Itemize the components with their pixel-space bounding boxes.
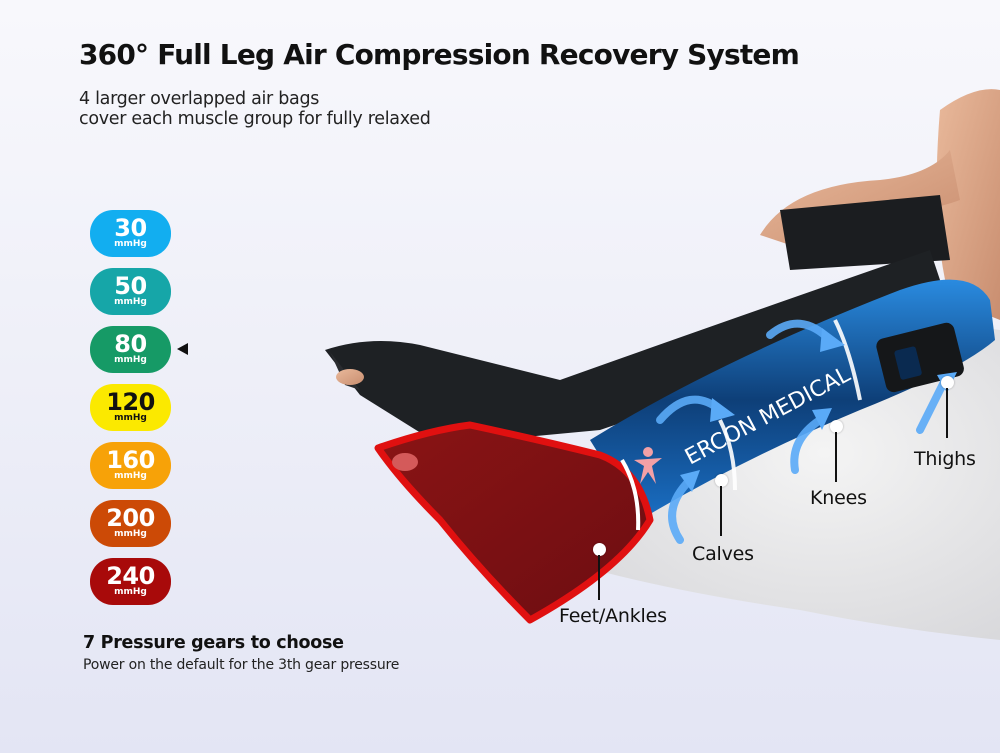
subtitle-line-2: cover each muscle group for fully relaxe… [79,109,431,129]
gear-50[interactable]: 50 mmHg [90,268,171,315]
zone-label-feet-ankles: Feet/Ankles [559,605,667,627]
compression-boot-illustration: ERCON MEDICAL [325,89,1000,640]
gear-value: 240 [106,562,155,590]
thighs-line [946,388,948,438]
selected-gear-pointer-icon [177,343,188,355]
zone-label-calves: Calves [692,543,754,565]
zone-label-thighs: Thighs [914,448,976,470]
gear-value: 120 [106,388,155,416]
gear-160[interactable]: 160 mmHg [90,442,171,489]
page-subtitle: 4 larger overlapped air bags cover each … [79,89,431,129]
gear-30[interactable]: 30 mmHg [90,210,171,257]
feet-ankles-dot [593,543,606,556]
zone-label-knees: Knees [810,487,867,509]
knees-line [835,432,837,482]
gear-80[interactable]: 80 mmHg [90,326,171,373]
gear-value: 160 [106,446,155,474]
knees-dot [830,420,843,433]
gear-value: 50 [114,272,147,300]
gear-value: 200 [106,504,155,532]
gears-note: Power on the default for the 3th gear pr… [83,657,400,673]
gear-unit: mmHg [114,239,147,249]
page-title: 360° Full Leg Air Compression Recovery S… [79,38,800,71]
gear-unit: mmHg [114,529,147,539]
subtitle-line-1: 4 larger overlapped air bags [79,89,320,109]
gear-240[interactable]: 240 mmHg [90,558,171,605]
gear-120[interactable]: 120 mmHg [90,384,171,431]
gear-value: 80 [114,330,147,358]
calves-dot [715,474,728,487]
gear-unit: mmHg [114,413,147,423]
gear-unit: mmHg [114,297,147,307]
gears-heading: 7 Pressure gears to choose [83,633,344,653]
gear-unit: mmHg [114,355,147,365]
gear-200[interactable]: 200 mmHg [90,500,171,547]
feet-ankles-line [598,555,600,600]
calves-line [720,486,722,536]
gear-unit: mmHg [114,471,147,481]
gear-unit: mmHg [114,587,147,597]
gear-value: 30 [114,214,147,242]
thighs-dot [941,376,954,389]
